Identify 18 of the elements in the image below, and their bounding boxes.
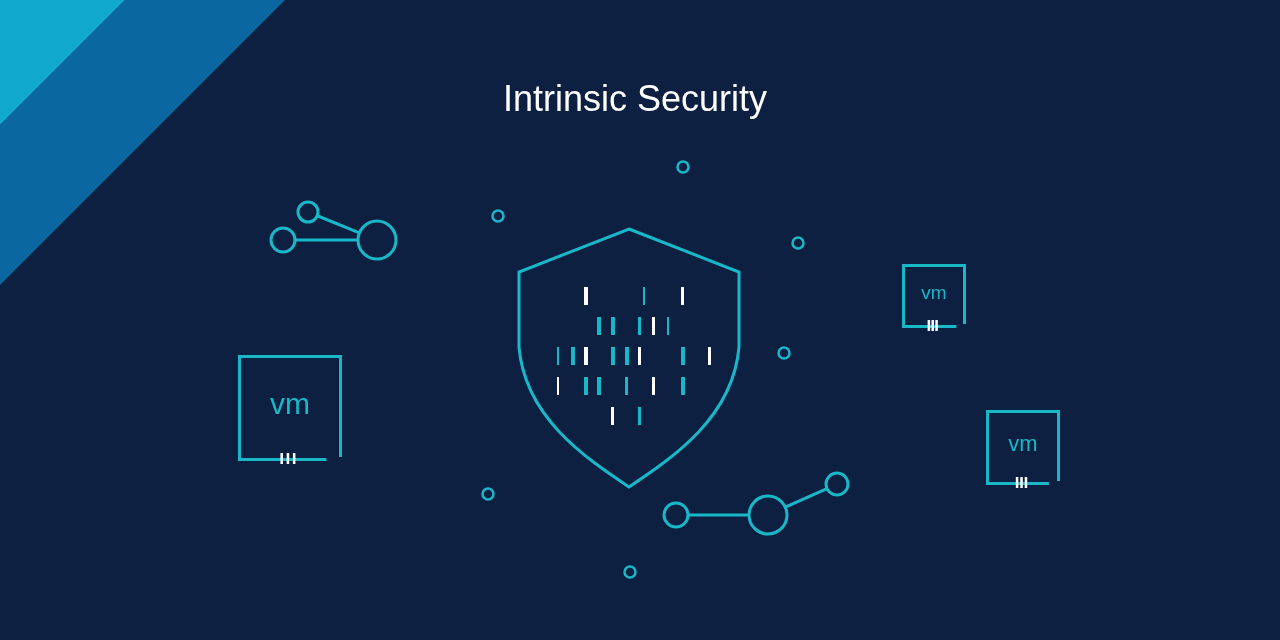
vm-label: vm: [269, 385, 311, 422]
circle-node: [269, 226, 297, 254]
title: Intrinsic Security: [501, 78, 769, 120]
circle-node: [824, 471, 850, 497]
connector-line: [688, 513, 749, 517]
shield-drawing: [517, 227, 741, 489]
virtual-machine-box: [238, 355, 342, 465]
circle-node: [356, 219, 398, 261]
circle-node: [747, 494, 789, 536]
vm-label: vm: [1007, 431, 1039, 458]
vm-label: vm: [920, 281, 948, 305]
circle-node: [662, 501, 690, 529]
circle-node: [296, 200, 320, 224]
connector-line: [784, 487, 828, 509]
virtual-machine-box: [902, 264, 966, 332]
connector-line: [316, 214, 360, 235]
virtual-machine-box: [986, 410, 1060, 489]
connector-line: [295, 238, 358, 242]
